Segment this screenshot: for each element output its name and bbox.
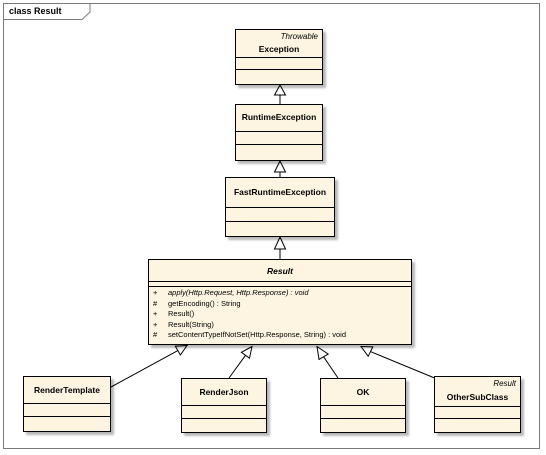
class-exception[interactable]: Throwable Exception bbox=[235, 29, 323, 85]
generalization-arrowhead bbox=[359, 345, 374, 358]
generalization-arrowhead bbox=[316, 345, 330, 361]
class-header: FastRuntimeException bbox=[226, 178, 334, 208]
diagram-frame: class Result bbox=[3, 3, 540, 449]
class-result[interactable]: Result + apply(Http.Request, Http.Respon… bbox=[148, 259, 412, 345]
generalization-line bbox=[228, 354, 247, 379]
operation-visibility: # bbox=[153, 330, 158, 339]
class-name: RuntimeException bbox=[241, 112, 317, 122]
class-header: Throwable Exception bbox=[236, 30, 322, 58]
generalization-line bbox=[370, 351, 438, 380]
operation-row: + apply(Http.Request, Http.Response) : v… bbox=[149, 288, 411, 299]
class-other-sub-class[interactable]: Result OtherSubClass bbox=[434, 376, 521, 433]
class-header: RuntimeException bbox=[236, 105, 322, 132]
attributes-compartment bbox=[321, 406, 405, 419]
attributes-compartment bbox=[182, 406, 266, 419]
operations-compartment bbox=[226, 222, 334, 236]
operations-compartment bbox=[321, 419, 405, 432]
generalization-arrowhead bbox=[174, 344, 188, 356]
class-name: Exception bbox=[258, 44, 300, 54]
generalization-arrowhead bbox=[273, 159, 287, 173]
attributes-compartment bbox=[236, 58, 322, 70]
class-name: FastRuntimeException bbox=[233, 187, 327, 197]
operations-compartment bbox=[24, 417, 110, 431]
operation-visibility: + bbox=[153, 319, 158, 329]
generalization-arrowhead bbox=[273, 83, 287, 96]
frame-title: class Result bbox=[9, 6, 62, 16]
operation-signature: Result() bbox=[168, 309, 195, 318]
class-fast-runtime-exception[interactable]: FastRuntimeException bbox=[225, 177, 335, 237]
attributes-compartment bbox=[236, 132, 322, 145]
class-stereotype: Result bbox=[493, 379, 516, 388]
class-name: RenderTemplate bbox=[34, 385, 100, 395]
operation-visibility: + bbox=[153, 288, 158, 297]
class-header: RenderTemplate bbox=[24, 377, 110, 404]
class-name: OK bbox=[356, 387, 370, 397]
operation-signature: apply(Http.Request, Http.Response) : voi… bbox=[168, 288, 309, 297]
operation-row: # setContentTypeIfNotSet(Http.Response, … bbox=[149, 330, 411, 341]
operation-row: + Result(String) bbox=[149, 320, 411, 331]
class-render-template[interactable]: RenderTemplate bbox=[23, 376, 111, 432]
class-header: RenderJson bbox=[182, 379, 266, 406]
operations-compartment: + apply(Http.Request, Http.Response) : v… bbox=[149, 287, 411, 344]
generalization-line bbox=[323, 356, 339, 379]
operations-compartment bbox=[435, 419, 520, 432]
operation-signature: Result(String) bbox=[168, 319, 214, 329]
class-name: OtherSubClass bbox=[446, 392, 509, 402]
class-name: Result bbox=[267, 266, 293, 276]
operation-row: # getEncoding() : String bbox=[149, 299, 411, 310]
attributes-compartment bbox=[149, 282, 411, 287]
operation-visibility: # bbox=[153, 298, 158, 308]
generalization-line bbox=[110, 350, 179, 388]
operations-compartment bbox=[182, 419, 266, 432]
class-stereotype: Throwable bbox=[280, 32, 318, 41]
operations-compartment bbox=[236, 70, 322, 84]
operations-compartment bbox=[236, 145, 322, 160]
class-header: OK bbox=[321, 379, 405, 406]
operation-row: + Result() bbox=[149, 309, 411, 320]
attributes-compartment bbox=[226, 208, 334, 222]
frame-tab: class Result bbox=[4, 4, 94, 20]
attributes-compartment bbox=[24, 404, 110, 417]
class-header: Result bbox=[149, 260, 411, 282]
generalization-arrowhead bbox=[240, 345, 253, 360]
operation-signature: setContentTypeIfNotSet(Http.Response, St… bbox=[168, 330, 347, 339]
class-render-json[interactable]: RenderJson bbox=[181, 378, 267, 433]
operation-visibility: + bbox=[153, 309, 158, 318]
class-header: Result OtherSubClass bbox=[435, 377, 520, 407]
class-name: RenderJson bbox=[199, 387, 249, 397]
class-ok[interactable]: OK bbox=[320, 378, 406, 433]
attributes-compartment bbox=[435, 407, 520, 419]
operation-signature: getEncoding() : String bbox=[168, 298, 241, 308]
generalization-arrowhead bbox=[273, 235, 287, 250]
frame-tab-outline bbox=[4, 4, 91, 20]
class-runtime-exception[interactable]: RuntimeException bbox=[235, 104, 323, 161]
